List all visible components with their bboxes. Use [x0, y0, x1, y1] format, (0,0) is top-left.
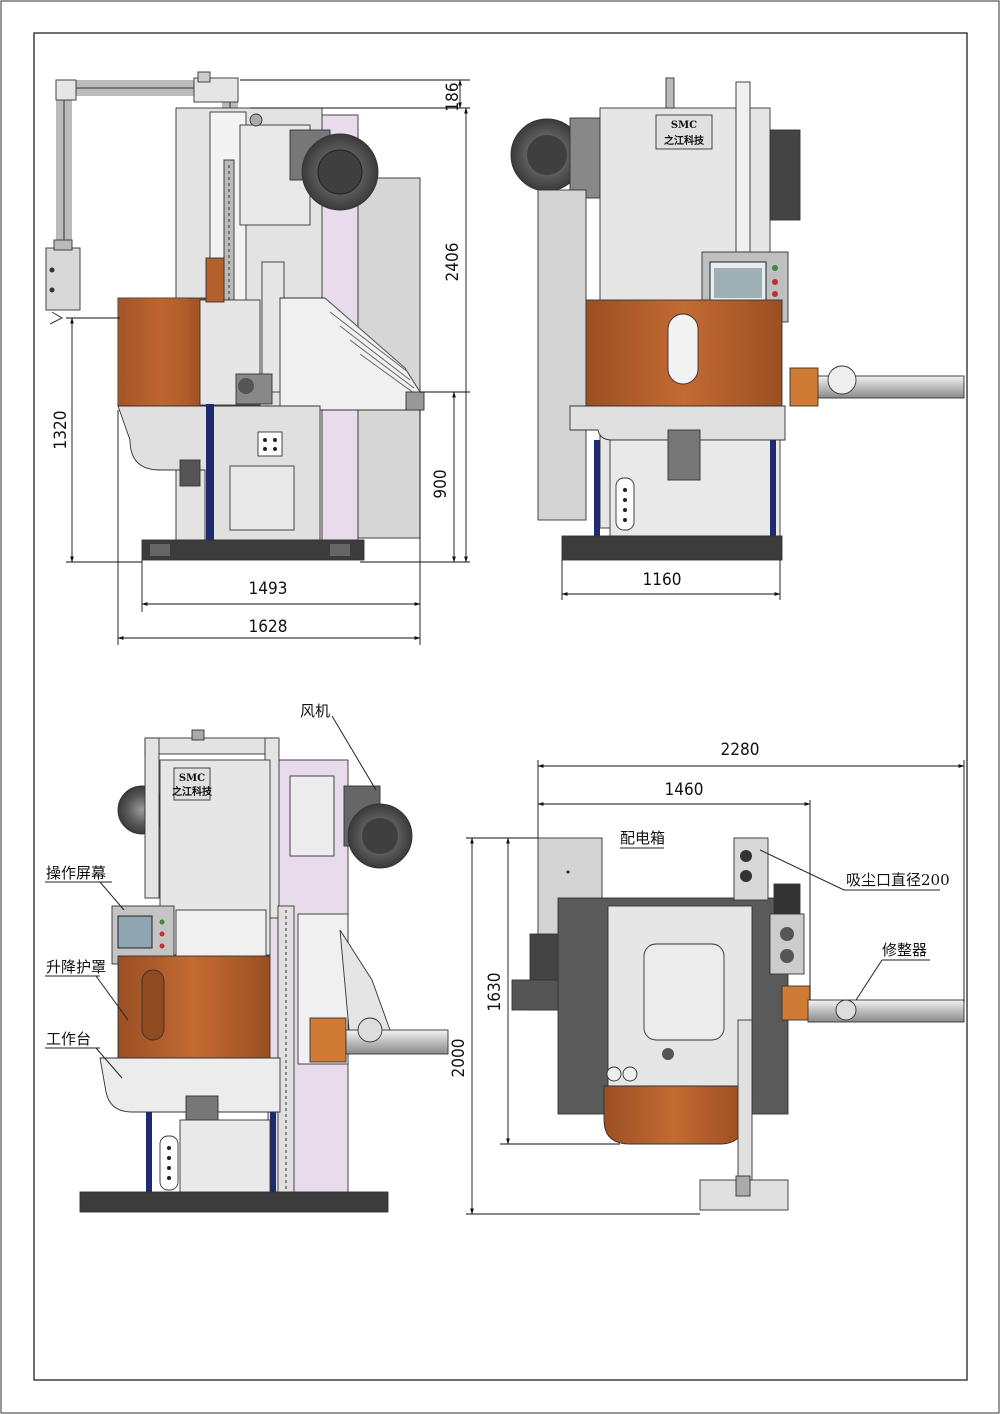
top-dresser-pipe	[807, 999, 965, 1023]
side-base	[141, 539, 365, 561]
label-screen: 操作屏幕	[46, 864, 106, 882]
side-view: 186 2406 900 1320 1493 1628	[45, 71, 470, 645]
front-logo-bottom: 之江科技	[664, 134, 705, 147]
dim-186: 186	[443, 82, 463, 111]
iso-view: SMC 之江科技 风	[45, 702, 449, 1213]
dim-2000: 2000	[449, 1039, 469, 1078]
dim-900: 900	[431, 469, 451, 498]
dim-2280: 2280	[721, 740, 760, 760]
label-table: 工作台	[46, 1030, 91, 1048]
dim-2406: 2406	[443, 243, 463, 282]
front-logo-plate	[655, 114, 713, 150]
iso-logo-top: SMC	[179, 773, 205, 784]
label-dust-port: 吸尘口直径200	[846, 871, 950, 889]
iso-logo-bottom: 之江科技	[172, 785, 213, 798]
front-logo-top: SMC	[671, 120, 697, 131]
sheet-inner-border	[33, 32, 968, 1381]
iso-logo-plate	[173, 767, 211, 801]
dim-1630: 1630	[485, 973, 505, 1012]
label-dresser: 修整器	[882, 941, 927, 959]
dim-1628: 1628	[249, 617, 288, 637]
iso-copper-guard	[117, 955, 271, 1059]
label-cabinet: 配电箱	[620, 829, 665, 847]
iso-table	[99, 1057, 281, 1113]
label-fan: 风机	[300, 702, 330, 720]
dim-1493: 1493	[249, 579, 288, 599]
top-copper-guard	[603, 1085, 745, 1145]
side-copper-guard	[117, 297, 207, 407]
label-guard: 升降护罩	[46, 958, 106, 976]
dim-1160: 1160	[643, 570, 682, 590]
iso-base	[79, 1191, 389, 1213]
top-dust-port	[733, 837, 769, 901]
side-pendant-box	[45, 247, 81, 311]
top-view: 2280 1460 1630 2000 配电箱 吸尘口直径200 修整器	[449, 740, 965, 1215]
front-dresser-pipe	[799, 375, 965, 399]
dim-1460: 1460	[665, 780, 704, 800]
front-view: SMC 之江科技 1160	[510, 77, 965, 600]
iso-screen	[117, 915, 153, 949]
dim-1320: 1320	[51, 411, 71, 450]
front-base	[561, 535, 783, 561]
